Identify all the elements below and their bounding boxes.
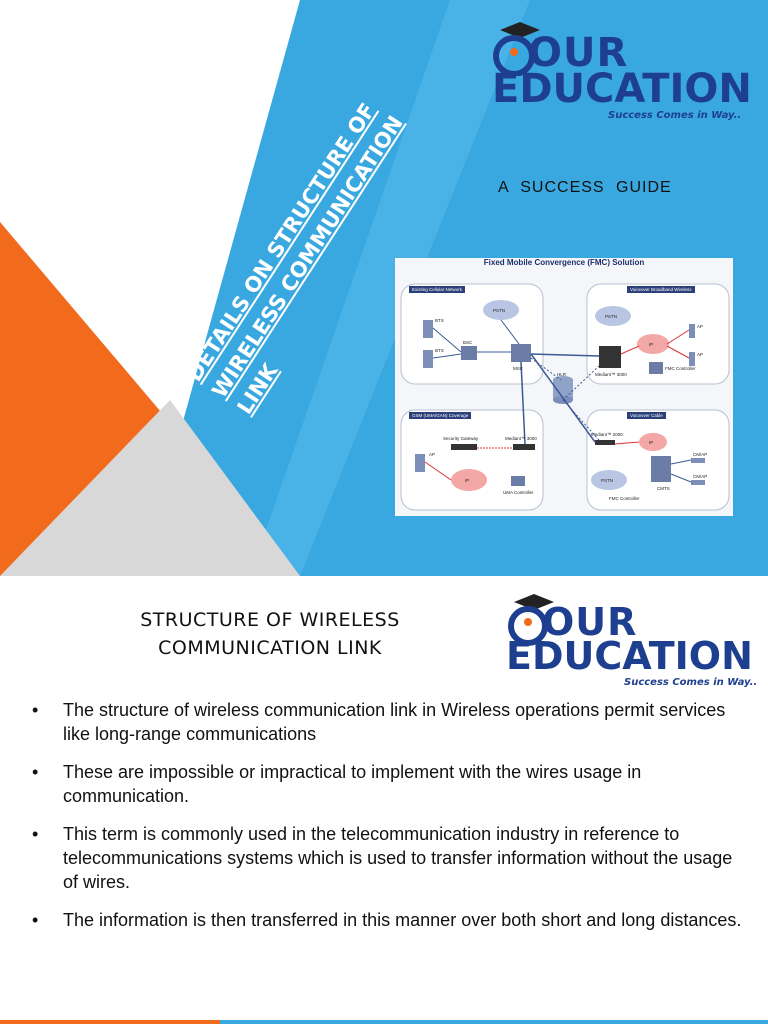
label-ip-1: IP	[649, 342, 654, 347]
label-ip-3: IP	[649, 440, 654, 445]
panel-header-cable: Voiceover Cable	[627, 412, 666, 419]
logo: OUR EDUCATION Success Comes in Way..	[500, 590, 762, 694]
diagram-title: Fixed Mobile Convergence (FMC) Solution	[483, 258, 645, 267]
label-msc: MSC	[513, 366, 523, 371]
label-cm-ap-2: CM/AP	[693, 474, 708, 479]
bullet-icon: •	[32, 762, 39, 782]
label-bts-1: BTS	[435, 318, 444, 323]
label-cmts: CMTS	[657, 486, 670, 491]
graduation-cap-icon	[508, 594, 554, 646]
success-guide-text: A SUCCESS GUIDE	[498, 179, 672, 196]
label-pstn-3: PSTN	[601, 478, 614, 483]
label-pstn-1: PSTN	[493, 308, 506, 313]
panel-header-gsm: GSM (UMA/GAN) Coverage	[409, 412, 472, 419]
logo-tagline: Success Comes in Way..	[608, 110, 742, 121]
label-ap-1: AP	[697, 324, 704, 329]
label-bts-2: BTS	[435, 348, 444, 353]
logo-tagline: Success Comes in Way..	[624, 677, 758, 688]
gray-triangle	[0, 400, 300, 576]
label-mediant-2000: Mediant™ 2000	[591, 432, 623, 437]
bullet-icon: •	[32, 700, 39, 720]
panel-header-broadband: Voiceover Broadband Wireless	[627, 286, 695, 293]
label-mediant-3000: Mediant™ 3000	[595, 372, 627, 377]
label-bsc: BSC	[463, 340, 473, 345]
panel-header-cellular: Existing Cellular Network	[409, 286, 466, 293]
logo-line1: OUR	[542, 600, 638, 644]
logo-line1: OUR	[528, 30, 629, 76]
label-security-gateway: Security Gateway	[443, 436, 479, 441]
logo-line2: EDUCATION	[492, 66, 752, 112]
label-fmc-controller-1: FMC Controller	[665, 366, 696, 371]
bullet-text: The structure of wireless communication …	[63, 700, 726, 744]
label-uma-controller: UMA Controller	[503, 490, 534, 495]
label-pstn-2: PSTN	[605, 314, 618, 319]
bullet-icon: •	[32, 910, 39, 930]
bullet-text: These are impossible or impractical to i…	[63, 762, 642, 806]
footer-stripe	[0, 1020, 768, 1024]
label-ap-2: AP	[697, 352, 704, 357]
network-diagram-graphic	[400, 283, 730, 511]
label-hlr: HLR	[557, 372, 567, 377]
bullet-text: This term is commonly used in the teleco…	[63, 824, 733, 892]
label-cm-ap-1: CM/AP	[693, 452, 708, 457]
list-item: • This term is commonly used in the telec…	[32, 822, 752, 894]
label-mediant-3000-gsm: Mediant™ 3000	[505, 436, 537, 441]
graduation-cap-icon	[493, 22, 540, 76]
title-slide: DETAILS ON STRUCTURE OF WIRELESS COMMUNI…	[0, 0, 768, 576]
list-item: • These are impossible or impractical to …	[32, 760, 752, 808]
bullet-list: • The structure of wireless communication…	[32, 698, 752, 946]
logo: OUR EDUCATION Success Comes in Way..	[488, 18, 758, 128]
list-item: • The structure of wireless communication…	[32, 698, 752, 746]
bullet-text: The information is then transferred in t…	[63, 910, 742, 930]
content-title: STRUCTURE OF WIRELESS COMMUNICATION LINK	[140, 609, 400, 659]
fmc-diagram: Fixed Mobile Convergence (FMC) Solution	[395, 258, 733, 516]
list-item: • The information is then transferred in …	[32, 908, 752, 932]
content-slide: STRUCTURE OF WIRELESS COMMUNICATION LINK…	[0, 576, 768, 1024]
label-fmc-controller-2: FMC Controller	[609, 496, 640, 501]
bullet-icon: •	[32, 824, 39, 844]
logo-line2: EDUCATION	[506, 634, 753, 678]
label-ip-2: IP	[465, 478, 470, 483]
label-ap-3: AP	[429, 452, 436, 457]
